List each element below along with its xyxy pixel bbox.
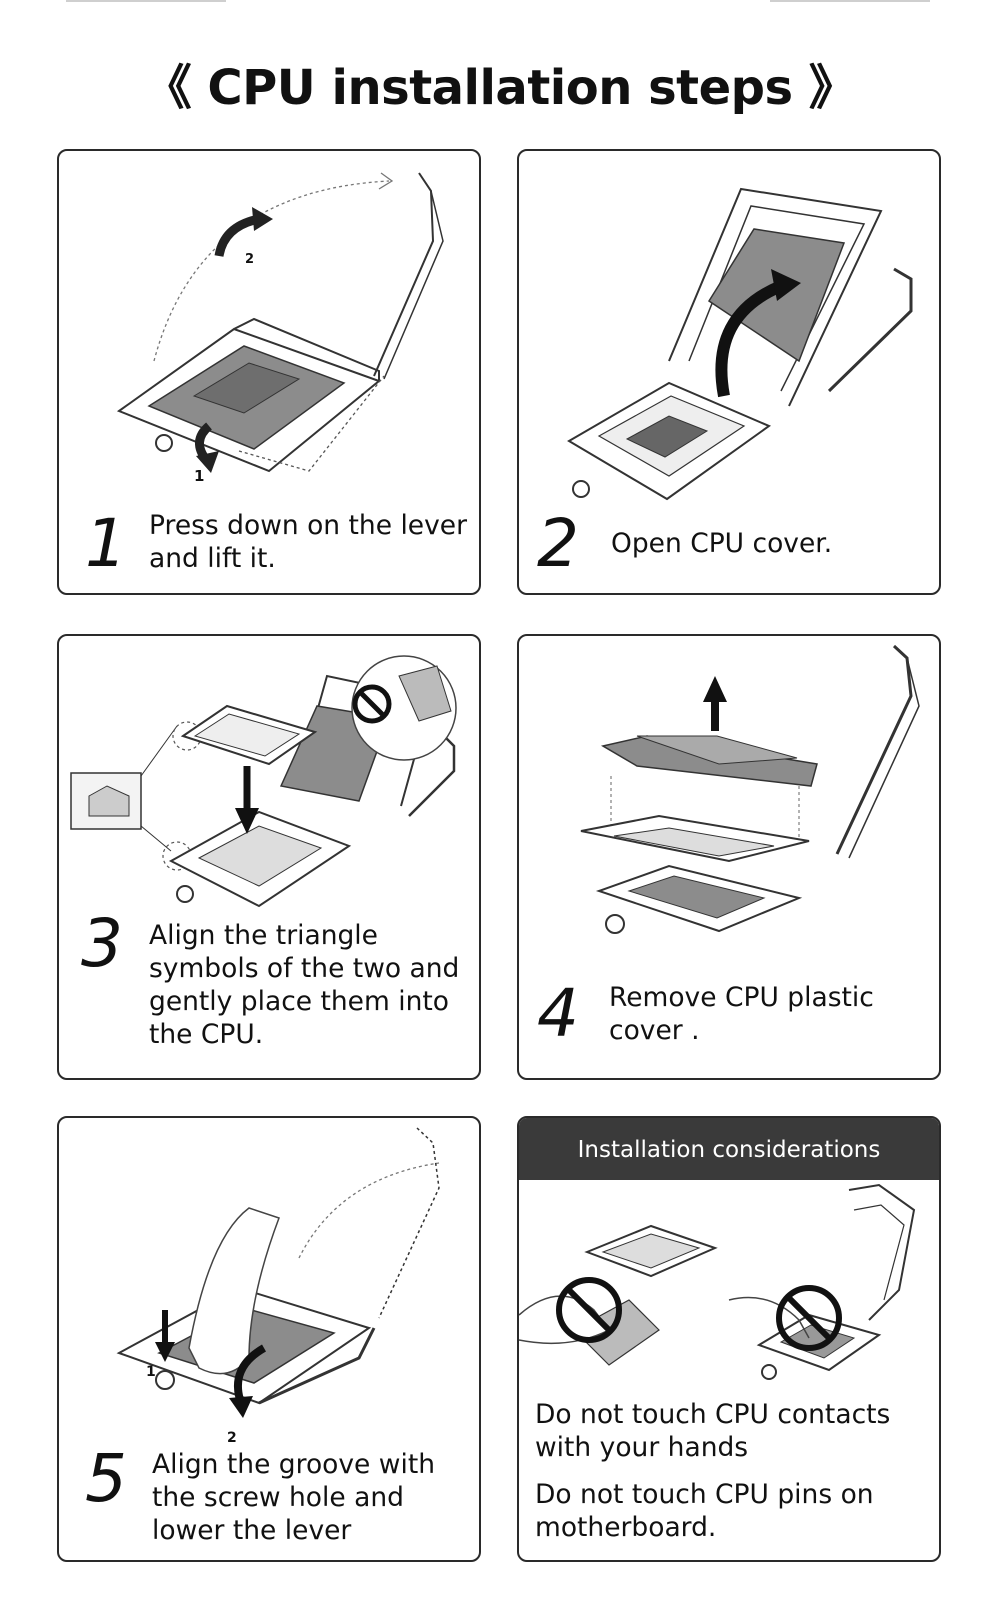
top-divider-right	[770, 0, 930, 2]
prohibited-icon	[556, 1277, 622, 1343]
step-number: 3	[81, 905, 123, 982]
step-2-illustration	[567, 187, 913, 501]
step-line: Remove CPU plastic	[609, 982, 874, 1013]
step-line: lower the lever	[152, 1515, 352, 1546]
step-1-callout-2: 2	[245, 252, 254, 267]
step-card-1: 2 1 1 Press down on the lever and lift i…	[57, 149, 481, 595]
note-line: Do not touch CPU pins on	[535, 1479, 874, 1510]
step-5-illustration: 1 2	[116, 1127, 440, 1446]
step-5-callout-2: 2	[227, 1430, 237, 1446]
step-number: 2	[537, 505, 579, 582]
step-description: Align the triangle symbols of the two an…	[149, 919, 459, 1051]
top-divider-left	[66, 0, 226, 2]
step-line: symbols of the two and	[149, 953, 460, 984]
step-5-callout-1: 1	[146, 1364, 156, 1380]
step-line: Align the groove with	[152, 1449, 435, 1480]
step-3-illustration	[70, 655, 457, 908]
step-line: Align the triangle	[149, 920, 378, 951]
consideration-note-1: Do not touch CPU contacts with your hand…	[535, 1398, 890, 1464]
step-1-callout-1: 1	[194, 467, 204, 485]
prohibited-icon	[776, 1285, 842, 1351]
step-description: Remove CPU plastic cover .	[609, 981, 874, 1047]
step-description: Open CPU cover.	[611, 527, 832, 560]
considerations-illustration	[519, 1183, 916, 1380]
curved-arrow-icon	[214, 214, 261, 257]
step-number: 4	[537, 975, 579, 1052]
page-title: 《 CPU installation steps 》	[143, 60, 857, 116]
note-line: Do not touch CPU contacts	[535, 1399, 891, 1430]
step-card-2: 2 Open CPU cover.	[517, 149, 941, 595]
considerations-header: Installation considerations	[519, 1118, 939, 1180]
note-line: with your hands	[535, 1432, 749, 1463]
step-1-illustration: 2 1	[116, 172, 444, 485]
step-card-5: 1 2 5 Align the groove with the screw ho…	[57, 1116, 481, 1562]
step-line: and lift it.	[149, 543, 276, 574]
step-card-3: 3 Align the triangle symbols of the two …	[57, 634, 481, 1080]
curved-arrow-icon	[233, 1344, 267, 1405]
prohibited-icon	[352, 684, 392, 724]
step-description: Align the groove with the screw hole and…	[152, 1448, 435, 1547]
step-line: cover .	[609, 1015, 700, 1046]
consideration-note-2: Do not touch CPU pins on motherboard.	[535, 1478, 874, 1544]
step-line: the CPU.	[149, 1019, 264, 1050]
step-number: 1	[85, 505, 127, 582]
step-4-illustration	[580, 644, 920, 934]
step-line: Open CPU cover.	[611, 528, 833, 559]
step-number: 5	[85, 1440, 127, 1517]
step-description: Press down on the lever and lift it.	[149, 509, 467, 575]
step-card-4: 4 Remove CPU plastic cover .	[517, 634, 941, 1080]
note-line: motherboard.	[535, 1512, 717, 1543]
step-line: the screw hole and	[152, 1482, 404, 1513]
curved-arrow-icon	[715, 280, 784, 398]
step-line: gently place them into	[149, 986, 449, 1017]
step-line: Press down on the lever	[149, 510, 467, 541]
considerations-card: Installation considerations Do not touch…	[517, 1116, 941, 1562]
